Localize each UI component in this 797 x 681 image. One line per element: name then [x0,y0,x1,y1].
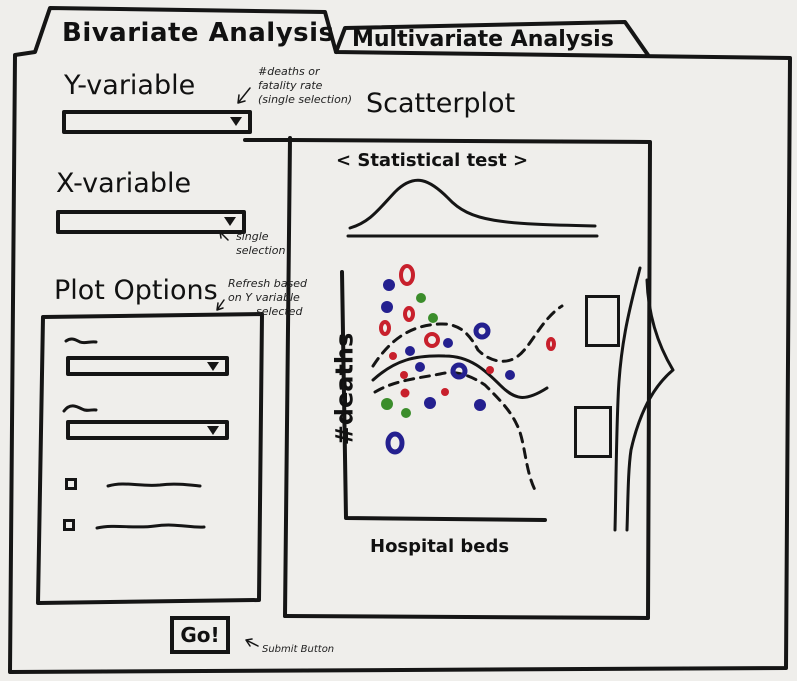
red-filled-points [389,352,494,398]
green-points [381,293,438,418]
tab-bivariate-analysis[interactable]: Bivariate Analysis [62,18,335,48]
chevron-down-icon [224,217,236,226]
annotation-line: selected [256,305,303,318]
x-axis-label: Hospital beds [370,536,510,557]
chevron-down-icon [207,362,219,371]
scatterplot-title: Scatterplot [366,88,516,119]
blue-ring-points [385,322,491,455]
plot-option-checkbox-2[interactable] [63,519,75,531]
annotation-line: Refresh based [228,277,307,290]
annotation-line: (single selection) [258,93,353,106]
tab-multivariate-analysis[interactable]: Multivariate Analysis [352,27,614,52]
y-variable-dropdown[interactable] [62,110,252,134]
submit-annotation: Submit Button [262,644,335,655]
red-points [379,264,556,351]
annotation-line: on Y variable [228,291,300,304]
range-slider-handle-bottom[interactable] [574,406,612,458]
x-variable-annotation: single selection [236,230,285,258]
annotation-line: selection [236,244,286,257]
plot-option-checkbox-1[interactable] [65,478,77,490]
range-slider-handle-top[interactable] [585,295,620,347]
blue-points [381,279,515,411]
chevron-down-icon [230,117,242,126]
x-variable-label: X-variable [56,168,192,199]
annotation-line: fatality rate [258,79,323,92]
chevron-down-icon [207,426,219,435]
y-variable-annotation: #deaths or fatality rate (single selecti… [258,65,352,107]
plot-option-dropdown-2[interactable] [66,420,229,440]
plot-options-annotation: Refresh based on Y variable selected [228,277,307,319]
x-variable-dropdown[interactable] [56,210,246,234]
plot-options-label: Plot Options [54,275,218,306]
annotation-line: #deaths or [258,65,320,78]
submit-button[interactable]: Go! [170,616,230,654]
y-variable-label: Y-variable [64,70,196,101]
statistical-test-label: < Statistical test > [336,150,529,171]
annotation-line: single [236,230,269,243]
plot-option-dropdown-1[interactable] [66,356,229,376]
